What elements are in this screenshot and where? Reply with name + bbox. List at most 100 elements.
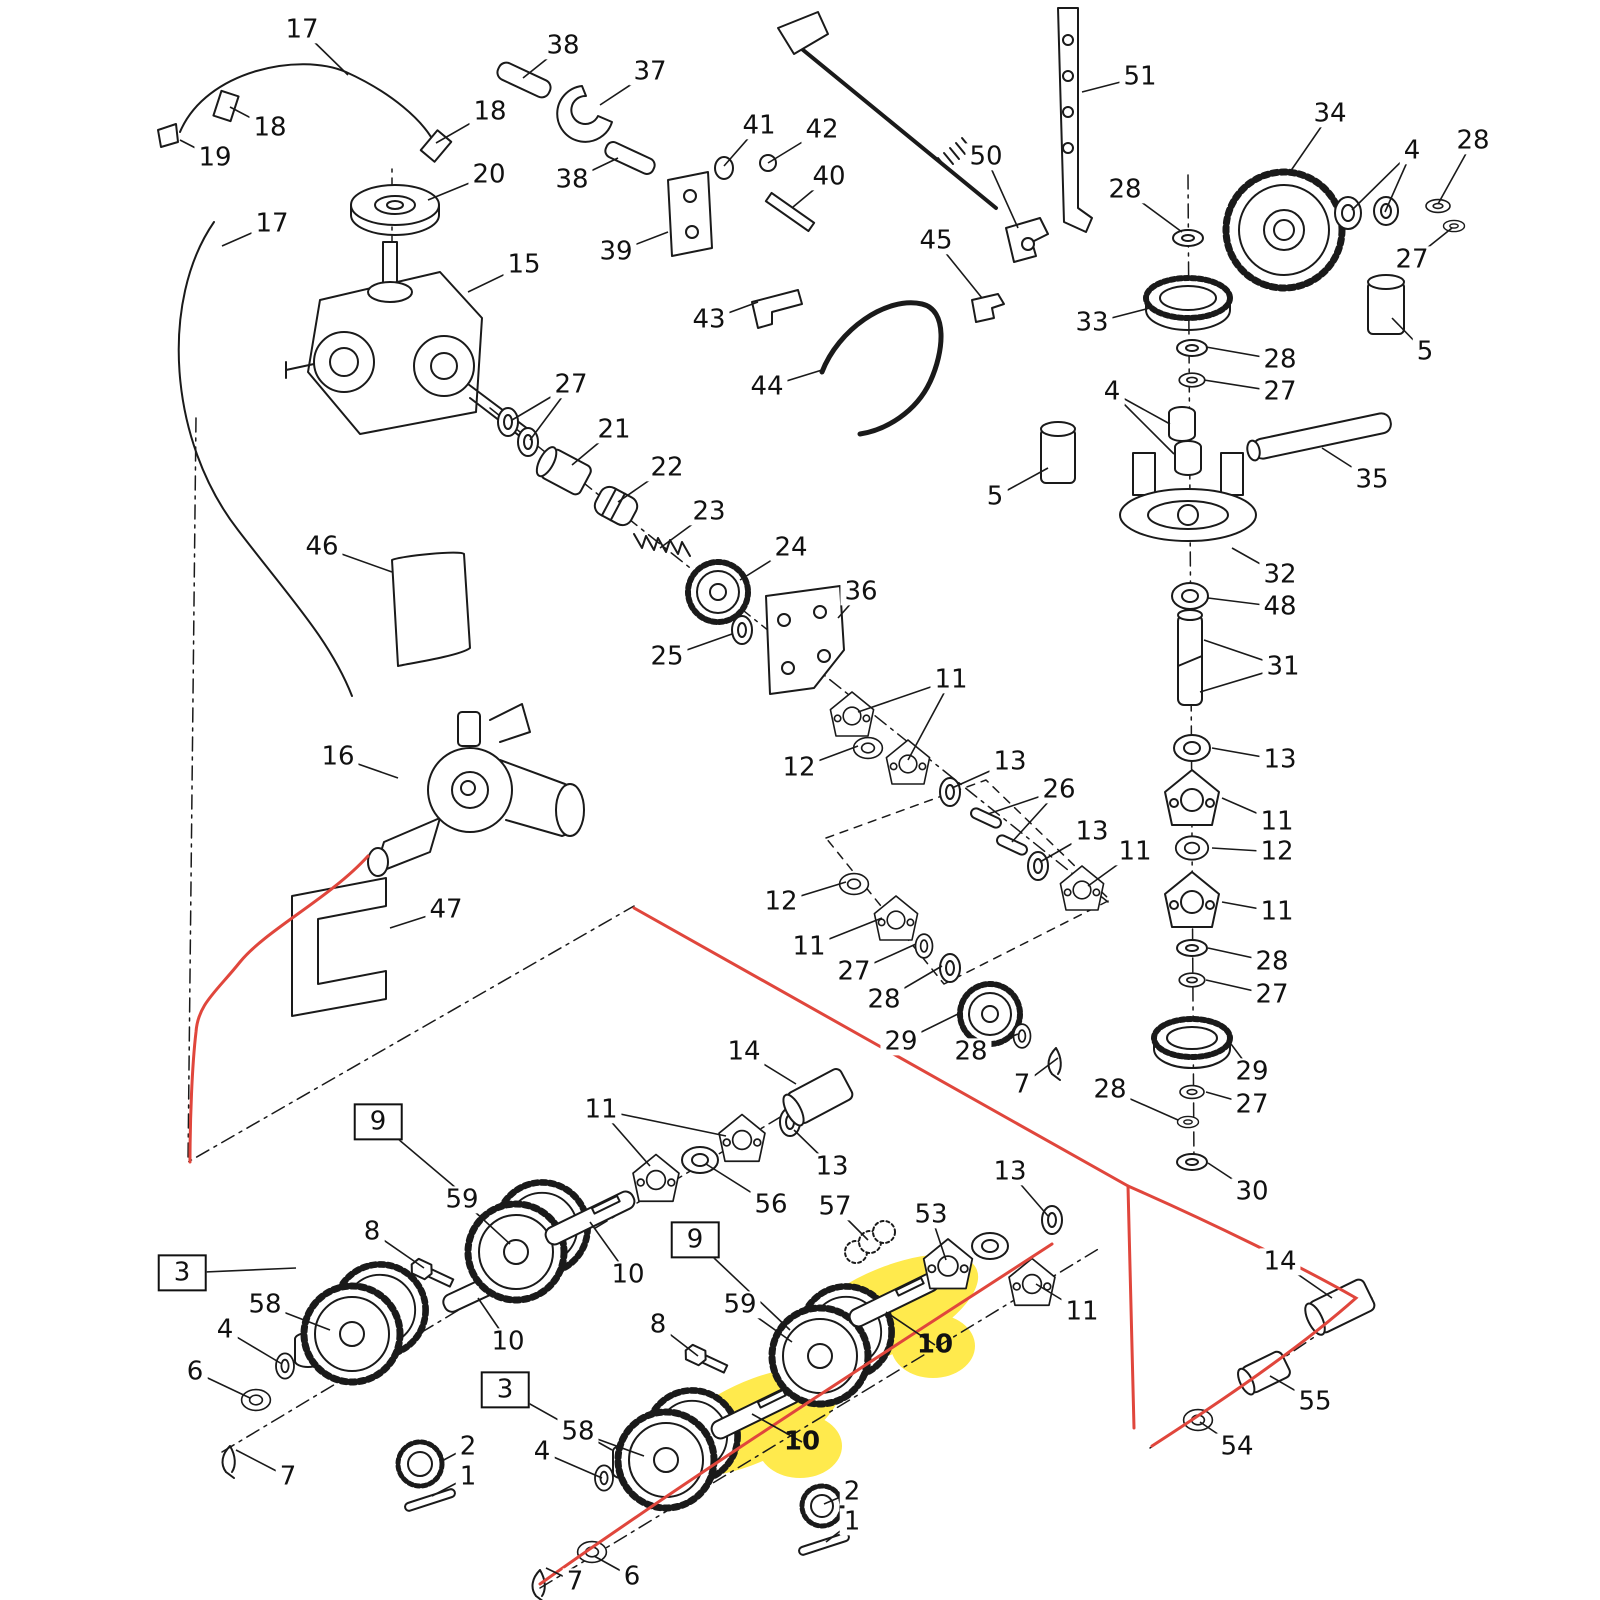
part-label-11: 11: [580, 1096, 622, 1124]
part-label-41: 41: [738, 112, 780, 140]
part-label-59: 59: [719, 1291, 761, 1319]
part-label-27: 27: [1259, 378, 1301, 406]
pin-38-top: [496, 61, 552, 99]
part-label-11: 11: [1114, 838, 1156, 866]
plate-46: [391, 551, 471, 667]
part-label-23: 23: [688, 498, 730, 526]
part-label-9-boxed: 9: [353, 1103, 403, 1141]
part-label-28: 28: [1104, 176, 1146, 204]
leader-line: [885, 1311, 936, 1346]
part-label-6: 6: [182, 1358, 208, 1386]
bracket-45: [971, 293, 1005, 323]
part-label-55: 55: [1294, 1388, 1336, 1416]
red-routing-lines: [188, 854, 1359, 1586]
part-label-12: 12: [760, 888, 802, 916]
part-label-11: 11: [788, 933, 830, 961]
part-label-4: 4: [1099, 378, 1125, 406]
leader-line: [600, 1109, 727, 1137]
part-label-25: 25: [646, 643, 688, 671]
part-label-12: 12: [778, 754, 820, 782]
rod-and-lever-50: [777, 11, 1049, 263]
part-label-42: 42: [801, 116, 843, 144]
gearbox-15: [285, 241, 533, 445]
part-label-3-boxed: 3: [480, 1371, 530, 1409]
part-label-29: 29: [880, 1028, 922, 1056]
part-label-21: 21: [593, 416, 635, 444]
clamp-37: [556, 85, 613, 143]
pin-38-lower: [604, 141, 656, 175]
part-label-28: 28: [1259, 346, 1301, 374]
part-label-19: 19: [194, 144, 236, 172]
part-label-6: 6: [619, 1563, 645, 1591]
part-label-17: 17: [281, 16, 323, 44]
part-label-1: 1: [839, 1508, 865, 1536]
part-label-15: 15: [503, 251, 545, 279]
part-label-10-highlighted: 10: [916, 1329, 954, 1360]
part-label-43: 43: [688, 306, 730, 334]
part-label-26: 26: [1038, 776, 1080, 804]
part-label-7: 7: [275, 1463, 301, 1491]
part-label-31: 31: [1262, 653, 1304, 681]
part-label-37: 37: [629, 58, 671, 86]
part-label-5: 5: [982, 483, 1008, 511]
linkage-39-40-41-42: [667, 154, 816, 257]
part-label-11: 11: [930, 666, 972, 694]
part-label-13: 13: [1071, 818, 1113, 846]
part-label-40: 40: [808, 163, 850, 191]
part-label-4: 4: [212, 1316, 238, 1344]
pump-16: [367, 703, 585, 877]
part-label-11: 11: [1061, 1298, 1103, 1326]
part-label-9-boxed: 9: [670, 1221, 720, 1259]
part-label-13: 13: [1259, 746, 1301, 774]
handle-44: [819, 300, 944, 437]
part-label-33: 33: [1071, 309, 1113, 337]
part-label-51: 51: [1119, 63, 1161, 91]
part-label-27: 27: [1391, 246, 1433, 274]
leader-line: [751, 1413, 803, 1443]
part-label-13: 13: [989, 748, 1031, 776]
part-label-10-highlighted: 10: [783, 1426, 821, 1457]
part-label-48: 48: [1259, 593, 1301, 621]
part-label-27: 27: [550, 371, 592, 399]
part-label-28: 28: [1089, 1076, 1131, 1104]
part-label-50: 50: [965, 143, 1007, 171]
part-label-56: 56: [750, 1191, 792, 1219]
part-label-34: 34: [1309, 100, 1351, 128]
part-label-2: 2: [455, 1433, 481, 1461]
part-label-30: 30: [1231, 1178, 1273, 1206]
part-label-32: 32: [1259, 561, 1301, 589]
part-label-11: 11: [1256, 898, 1298, 926]
part-label-36: 36: [840, 578, 882, 606]
part-label-10: 10: [487, 1328, 529, 1356]
bracket-36: [765, 585, 845, 695]
part-label-20: 20: [468, 161, 510, 189]
part-label-29: 29: [1231, 1058, 1273, 1086]
middle-shaft-assembly: [497, 407, 1105, 911]
part-label-14: 14: [723, 1038, 765, 1066]
pulley-20: [350, 184, 440, 236]
part-label-54: 54: [1216, 1433, 1258, 1461]
bar-51: [1057, 7, 1093, 233]
part-label-58: 58: [557, 1418, 599, 1446]
part-label-12: 12: [1256, 838, 1298, 866]
part-label-4: 4: [529, 1438, 555, 1466]
part-label-22: 22: [646, 454, 688, 482]
yoke-32: [1119, 452, 1257, 542]
part-label-28: 28: [950, 1038, 992, 1066]
part-label-44: 44: [746, 373, 788, 401]
part-label-27: 27: [833, 958, 875, 986]
part-label-18: 18: [469, 98, 511, 126]
part-label-2: 2: [839, 1478, 865, 1506]
part-label-18: 18: [249, 114, 291, 142]
part-label-47: 47: [425, 896, 467, 924]
part-label-38: 38: [542, 32, 584, 60]
part-label-28: 28: [863, 986, 905, 1014]
part-label-58: 58: [244, 1291, 286, 1319]
part-label-14: 14: [1259, 1248, 1301, 1276]
part-label-13: 13: [811, 1153, 853, 1181]
part-label-35: 35: [1351, 466, 1393, 494]
part-label-13: 13: [989, 1158, 1031, 1186]
